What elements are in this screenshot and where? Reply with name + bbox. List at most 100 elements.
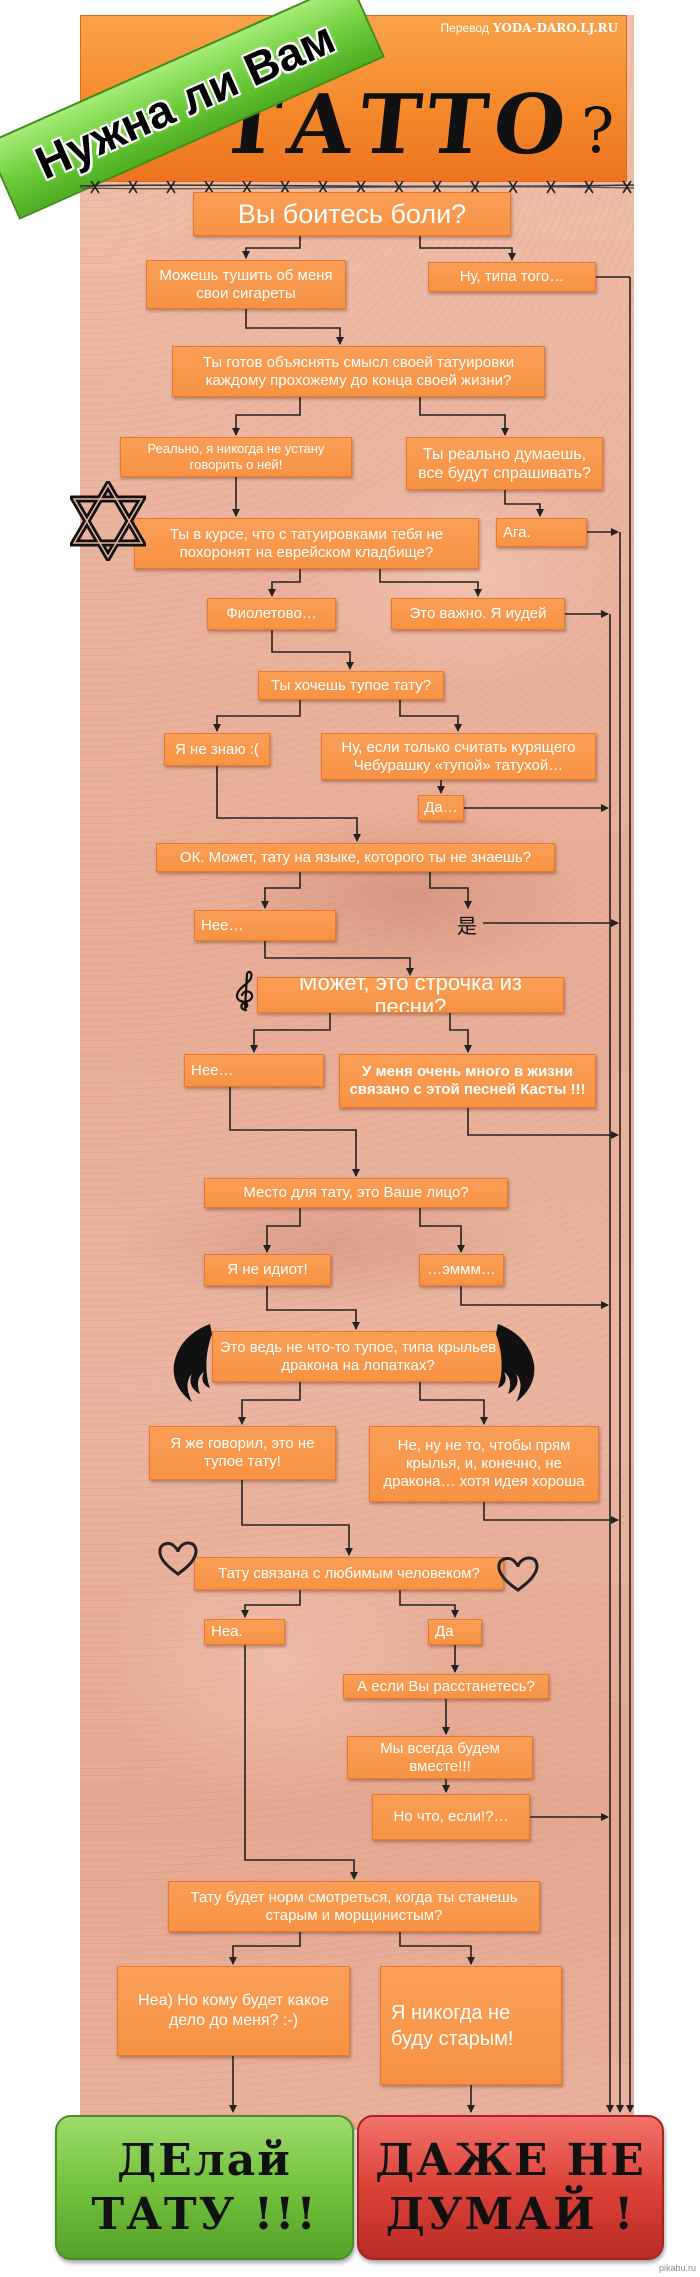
connector-arrow xyxy=(419,397,509,436)
connector-arrow xyxy=(419,1208,465,1253)
question-what-if: Но что, если!?… xyxy=(372,1794,530,1840)
question-loved-one: Тату связана с любимым человеком? xyxy=(194,1557,504,1590)
wire-barb xyxy=(584,180,594,194)
connector-arrow xyxy=(213,700,301,732)
wire-barb xyxy=(508,180,518,194)
question-explain-meaning: Ты готов объяснять смысл своей татуировк… xyxy=(172,346,545,397)
question-fear-pain: Вы боитесь боли? xyxy=(193,192,511,236)
wire-barb xyxy=(356,180,366,194)
wire-barb xyxy=(432,180,442,194)
connector-arrow xyxy=(238,1382,301,1425)
answer-chinese-character: 是 xyxy=(457,914,477,938)
question-song-line: Может, это строчка из песни? xyxy=(257,977,564,1013)
heart-icon xyxy=(158,1541,198,1576)
connector-arrow xyxy=(460,1286,609,1309)
connector-arrow xyxy=(266,1286,360,1330)
credit-label: Перевод xyxy=(440,21,489,35)
question-foreign-language: ОК. Может, тату на языке, которого ты не… xyxy=(156,843,555,872)
wire-barb xyxy=(166,180,176,194)
connector-arrow xyxy=(379,569,482,597)
title-question-mark: ? xyxy=(581,94,615,167)
connector-arrow xyxy=(229,1932,301,1965)
wire-barb xyxy=(280,180,290,194)
answer-da-2: Да xyxy=(428,1619,482,1645)
answer-emmm: …эммм… xyxy=(419,1254,504,1286)
wire-barb xyxy=(622,180,632,194)
star-of-david-icon xyxy=(70,481,146,561)
connector-arrow xyxy=(429,872,472,909)
outcome-dont: ДАЖЕ НЕ ДУМАЙ ! xyxy=(357,2115,664,2260)
connector-arrow xyxy=(399,1590,459,1618)
answer-sort-of: Ну, типа того… xyxy=(428,262,596,292)
question-jewish-cemetery: Ты в курсе, что с татуировками тебя не п… xyxy=(134,518,479,569)
answer-told-you: Я же говорил, это не тупое тату! xyxy=(149,1426,336,1480)
answer-never-tired: Реально, я никогда не устану говорить о … xyxy=(120,437,352,477)
answer-not-exactly: Не, ну не то, чтобы прям крылья, и, коне… xyxy=(369,1426,599,1502)
wire-barb xyxy=(394,180,404,194)
connector-arrow xyxy=(419,1382,488,1425)
answer-really-think: Ты реально думаешь, все будут спрашивать… xyxy=(406,437,603,490)
outcome-do-it: ДЕлай ТАТУ !!! xyxy=(55,2115,354,2260)
dragon-wing-icon xyxy=(173,1324,212,1402)
connector-arrow xyxy=(250,1013,331,1053)
connector-arrow xyxy=(483,1502,619,1524)
question-stupid-tattoo: Ты хочешь тупое тату? xyxy=(258,671,444,700)
wire-barb xyxy=(128,180,138,194)
connector-arrow xyxy=(216,766,361,842)
wire-barb xyxy=(204,180,214,194)
connector-arrow xyxy=(449,1013,472,1053)
connector-arrow xyxy=(271,630,354,670)
treble-clef-icon xyxy=(235,970,254,1012)
connector-arrow xyxy=(229,1087,360,1177)
answer-kasta-song: У меня очень много в жизни связано с это… xyxy=(339,1054,596,1108)
watermark: pikabu.ru xyxy=(658,2263,696,2273)
connector-arrow xyxy=(399,1932,475,1965)
answer-dont-know: Я не знаю :( xyxy=(164,733,270,766)
connector-arrow xyxy=(261,872,301,909)
answer-nee-2: Нее… xyxy=(184,1054,324,1087)
answer-nea-1: Неа. xyxy=(204,1619,285,1645)
outcome-dont-line2: ДУМАЙ ! xyxy=(385,2188,636,2240)
answer-dont-care: Фиолетово… xyxy=(207,598,336,630)
heart-icon xyxy=(497,1556,539,1592)
answer-aga: Ага. xyxy=(496,518,587,547)
wire-barb xyxy=(90,180,100,194)
connector-arrow xyxy=(399,700,462,732)
answer-not-idiot: Я не идиот! xyxy=(204,1254,331,1286)
outcome-do-it-line2: ТАТУ !!! xyxy=(91,2188,318,2240)
question-old-wrinkled: Тату будет норм смотреться, когда ты ста… xyxy=(168,1881,540,1932)
connector-arrow xyxy=(241,1480,353,1556)
outcome-dont-line1: ДАЖЕ НЕ xyxy=(375,2134,646,2186)
connector-arrow xyxy=(419,236,516,261)
question-break-up: А если Вы расстанетесь? xyxy=(343,1674,549,1699)
wire-barb xyxy=(546,180,556,194)
connector-arrow xyxy=(264,941,414,976)
barbed-wire xyxy=(79,180,635,194)
connector-arrow xyxy=(263,1208,301,1253)
answer-together: Мы всегда будем вместе!!! xyxy=(347,1736,533,1779)
wire-barb xyxy=(242,180,252,194)
dragon-wing-icon xyxy=(496,1324,535,1402)
outcome-do-it-line1: ДЕлай xyxy=(117,2134,292,2186)
wire-barb xyxy=(470,180,480,194)
connector-arrow xyxy=(504,490,544,517)
connector-arrow xyxy=(268,569,301,597)
question-face: Место для тату, это Ваше лицо? xyxy=(204,1178,508,1208)
connector-arrow xyxy=(232,397,301,436)
question-dragon-wings: Это ведь не что-то тупое, типа крыльев д… xyxy=(212,1331,504,1382)
answer-important: Это важно. Я иудей xyxy=(391,598,565,630)
answer-cheburashka: Ну, если только считать курящего Чебураш… xyxy=(321,733,596,780)
answer-cigarettes: Можешь тушить об меня свои сигареты xyxy=(146,260,346,309)
answer-never-old: Я никогда не буду старым! xyxy=(380,1966,562,2085)
answer-nee-1: Нее… xyxy=(194,910,336,941)
connector-arrow xyxy=(242,236,301,259)
wire-barb xyxy=(318,180,328,194)
answer-nobody-cares: Неа) Но кому будет какое дело до меня? :… xyxy=(117,1966,350,2056)
connector-arrow xyxy=(245,309,344,345)
connector-arrow xyxy=(241,1590,301,1618)
credit-site: YODA-DARO.LJ.RU xyxy=(492,21,618,35)
answer-da-1: Да… xyxy=(418,795,464,821)
connector-arrow xyxy=(244,1645,358,1880)
